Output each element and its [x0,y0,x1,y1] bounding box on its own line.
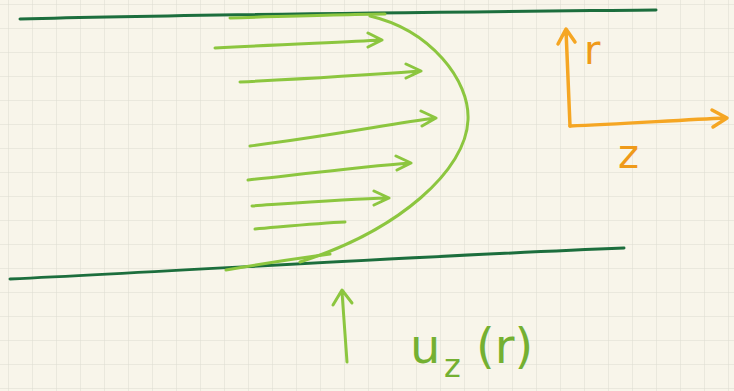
axes [558,29,727,127]
quantity-label: u [410,322,440,370]
pipe-wall [10,248,624,279]
pipe-wall [20,10,656,19]
quantity-label: (r) [476,322,533,370]
velocity-profile [300,16,468,262]
axis-label: r [584,30,600,70]
velocity-arrows [215,14,436,270]
axis-label: z [618,134,639,174]
leader-arrow [333,290,352,362]
subscript-label: z [444,350,461,382]
